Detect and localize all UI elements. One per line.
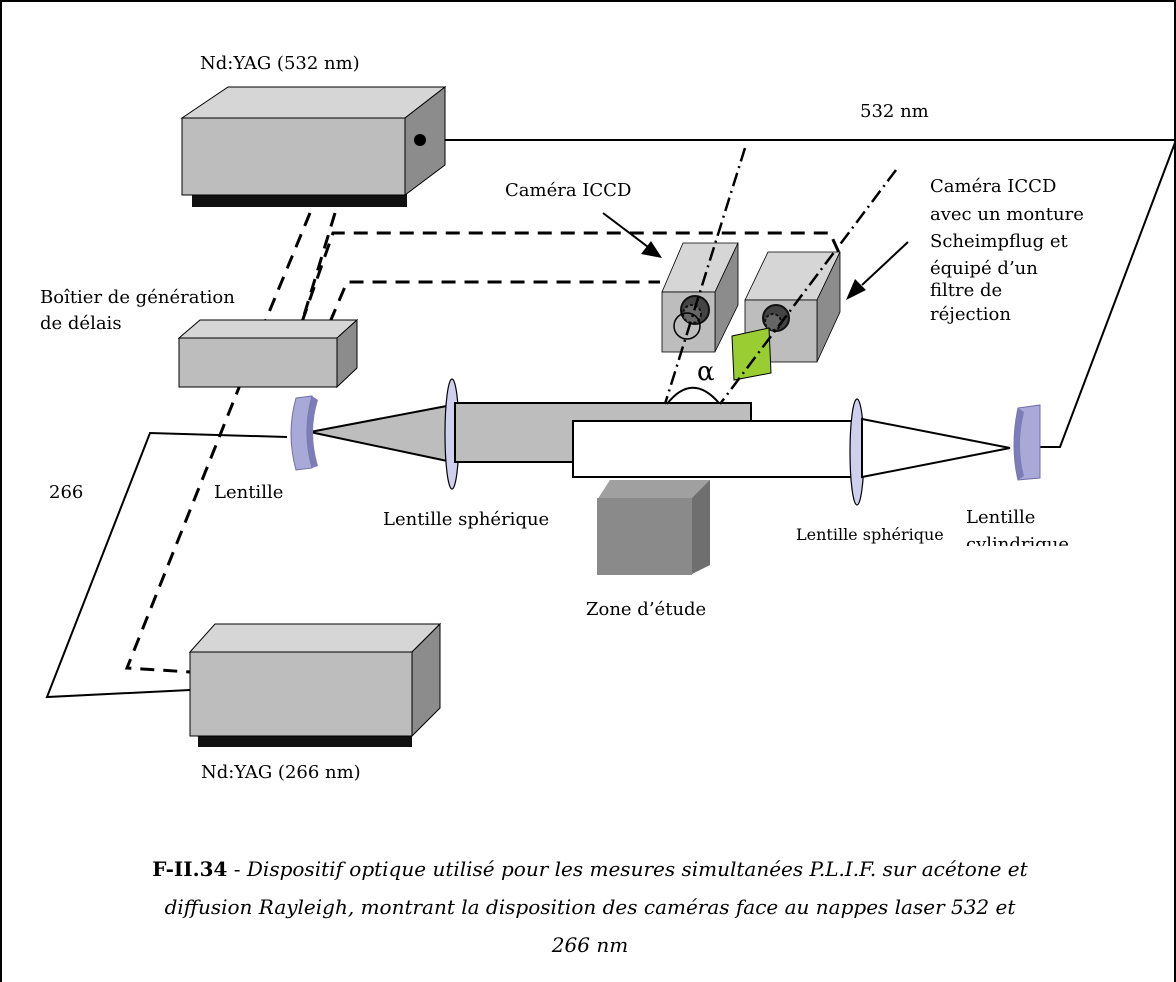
cylindrical-lens-left [290,395,318,471]
svg-text:Caméra ICCD: Caméra ICCD [930,176,1056,197]
beam-cone-left [309,403,453,464]
svg-text:avec un monture: avec un monture [930,204,1084,225]
label-laser-532: Nd:YAG (532 nm) [200,53,360,74]
caption-text: Dispositif optique utilisé pour les mesu… [164,857,1028,957]
iccd-camera-1 [661,242,739,353]
label-angle: α [697,357,715,387]
figure-caption: F-II.34 - Dispositif optique utilisé pou… [150,850,1030,964]
label-spherical-lens-right: Lentille sphérique [796,525,944,544]
svg-text:Boîtier de génération: Boîtier de génération [40,287,235,308]
label-laser-266: Nd:YAG (266 nm) [201,762,361,783]
svg-text:équipé d’un: équipé d’un [930,258,1038,279]
optical-setup-diagram: Nd:YAG (532 nm) 532 nm Caméra ICCD Camér… [0,0,1176,783]
label-wave-532: 532 nm [860,101,929,122]
laser-sheet-532 [572,420,857,478]
pointer-arrows [602,212,909,300]
svg-text:filtre de: filtre de [930,280,1002,301]
label-wave-266: 266 [49,482,83,503]
caption-separator: - [227,857,247,881]
label-study-zone: Zone d’étude [586,599,706,620]
svg-text:cylindrique: cylindrique [966,534,1069,555]
angle-arc [666,386,720,405]
label-cylindrical-lens: Lentille cylindrique [966,507,1069,555]
svg-text:réjection: réjection [930,304,1011,325]
laser-532-aperture [414,134,426,146]
svg-text:de délais: de délais [40,313,122,334]
laser-266-box [188,622,442,747]
label-delay-generator: Boîtier de génération de délais [40,287,235,334]
label-camera-1: Caméra ICCD [505,180,631,201]
study-zone-block [597,480,710,575]
label-spherical-lens-left: Lentille sphérique [383,509,549,530]
iccd-camera-2 [731,251,841,381]
cylindrical-lens-right [1013,404,1041,481]
svg-text:Lentille: Lentille [966,507,1035,528]
caption-figure-id: F-II.34 [152,857,228,881]
trigger-lines [124,212,842,674]
label-camera-2: Caméra ICCD avec un monture Scheimpflug … [930,176,1084,325]
label-lens-left: Lentille [214,482,283,503]
laser-532-box [180,85,447,207]
beam-532-path [432,139,1176,448]
camera-axes [663,147,897,405]
laser-532-base [192,192,407,207]
beam-cone-right [861,417,1011,479]
delay-generator-box [177,318,359,389]
svg-text:Scheimpflug et: Scheimpflug et [930,231,1069,252]
rejection-filter [731,327,772,381]
